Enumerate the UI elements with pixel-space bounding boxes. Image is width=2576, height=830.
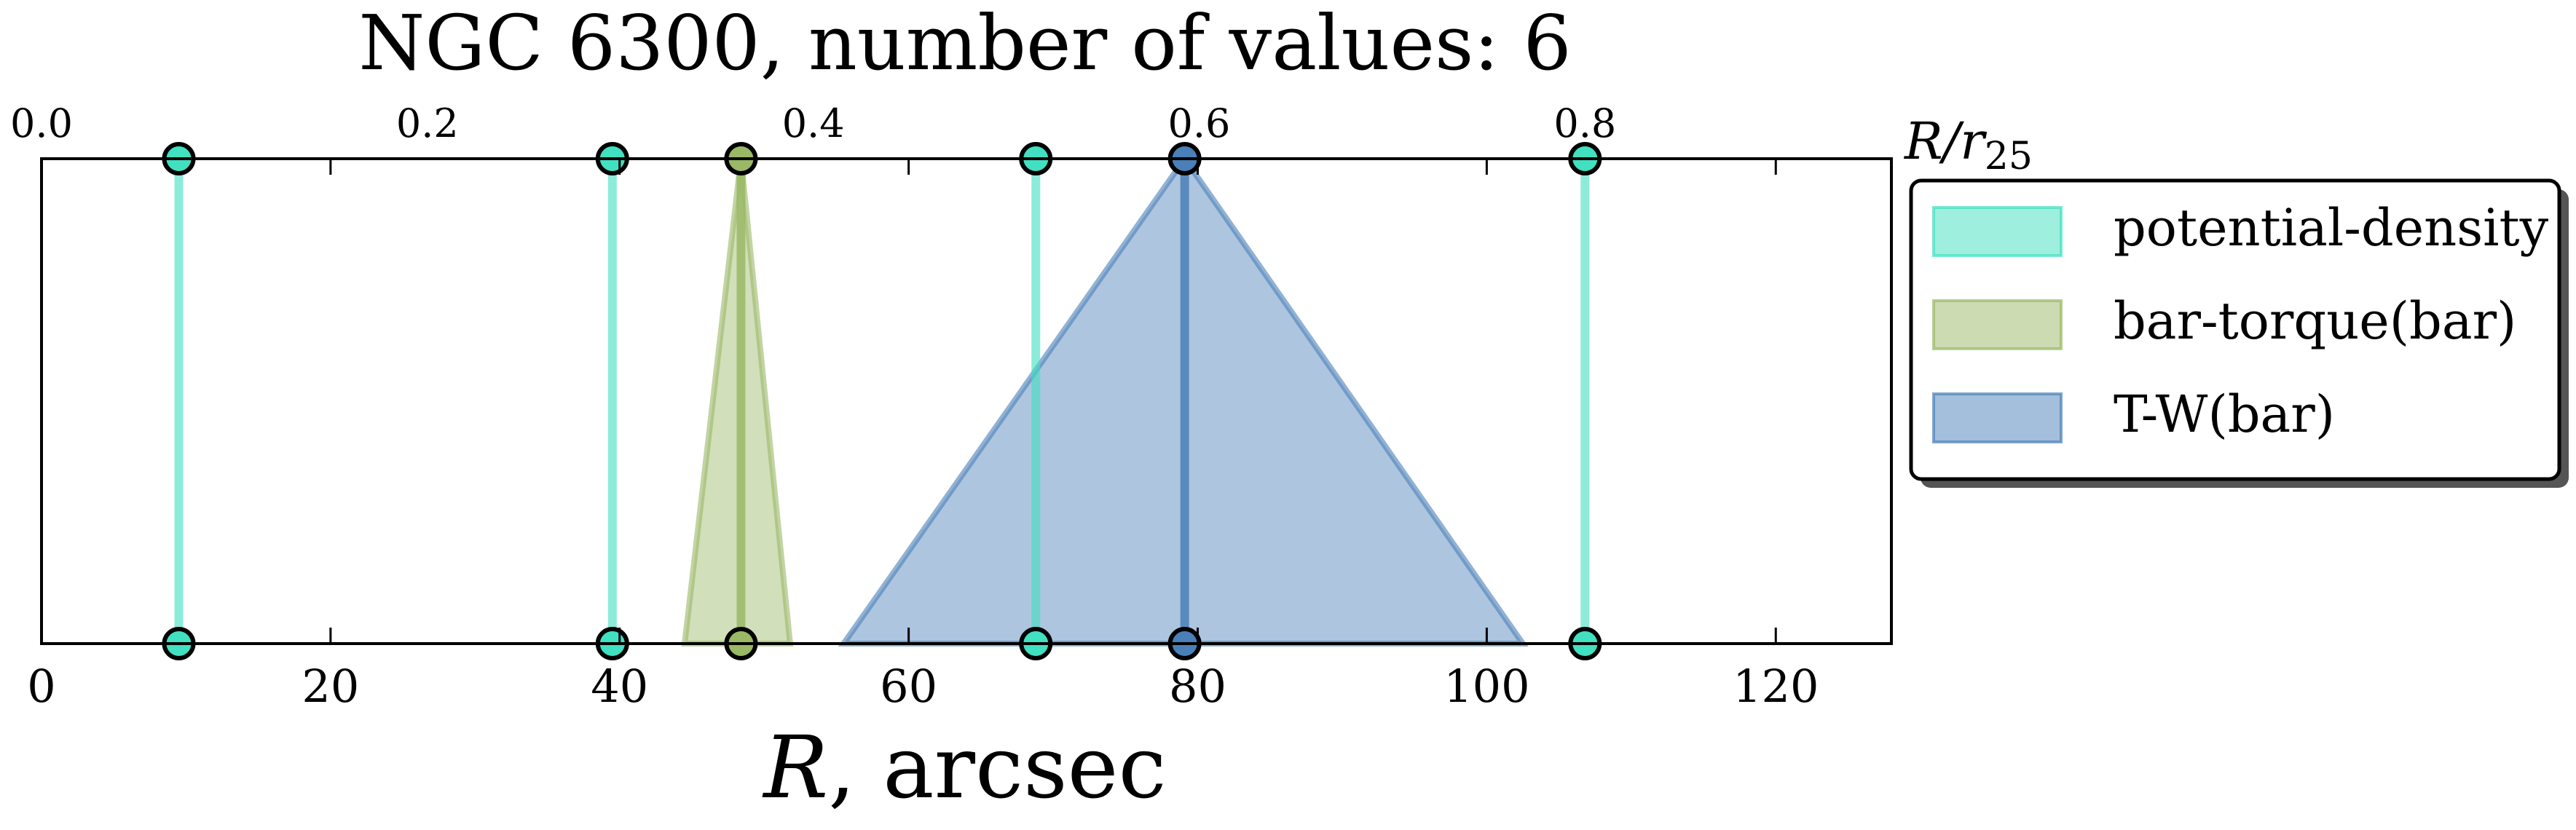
legend-box xyxy=(1909,178,2561,481)
x-axis-label: R, arcsec xyxy=(762,717,1166,818)
legend-swatch-1 xyxy=(1932,299,2063,350)
x-tick-label: 80 xyxy=(1169,660,1226,713)
error-fills xyxy=(681,154,1529,647)
x-tick-label: 60 xyxy=(880,660,937,713)
x2-axis-label: R/r25 xyxy=(1903,111,2033,178)
legend-label-1: bar-torque(bar) xyxy=(2114,291,2516,351)
x-axis-ticks: 0 20 40 60 80 100 120 xyxy=(27,159,1819,713)
x-tick-label: 100 xyxy=(1443,660,1529,713)
legend-label-0: potential-density xyxy=(2114,198,2549,258)
x2-tick-label: 0.2 xyxy=(396,100,459,146)
legend-label-2: T-W(bar) xyxy=(2114,384,2335,444)
series-lines xyxy=(174,159,1590,644)
legend-swatch-0 xyxy=(1932,206,2063,257)
x-tick-label: 20 xyxy=(302,660,359,713)
x-tick-label: 40 xyxy=(591,660,648,713)
x2-tick-label: 0.6 xyxy=(1168,100,1231,146)
x2-tick-label: 0.4 xyxy=(782,100,845,146)
legend: potential-density bar-torque(bar) T-W(bar) xyxy=(1909,178,2569,488)
chart-title: NGC 6300, number of values: 6 xyxy=(358,0,1571,87)
x-tick-label: 120 xyxy=(1733,660,1819,713)
x2-tick-label: 0.8 xyxy=(1553,100,1616,146)
x-tick-label: 0 xyxy=(27,660,55,713)
legend-swatch-2 xyxy=(1932,392,2063,443)
plot-frame xyxy=(40,157,1893,645)
x2-axis-ticks: 0.0 0.2 0.4 0.6 0.8 xyxy=(10,100,1616,146)
x2-tick-label: 0.0 xyxy=(10,100,73,146)
